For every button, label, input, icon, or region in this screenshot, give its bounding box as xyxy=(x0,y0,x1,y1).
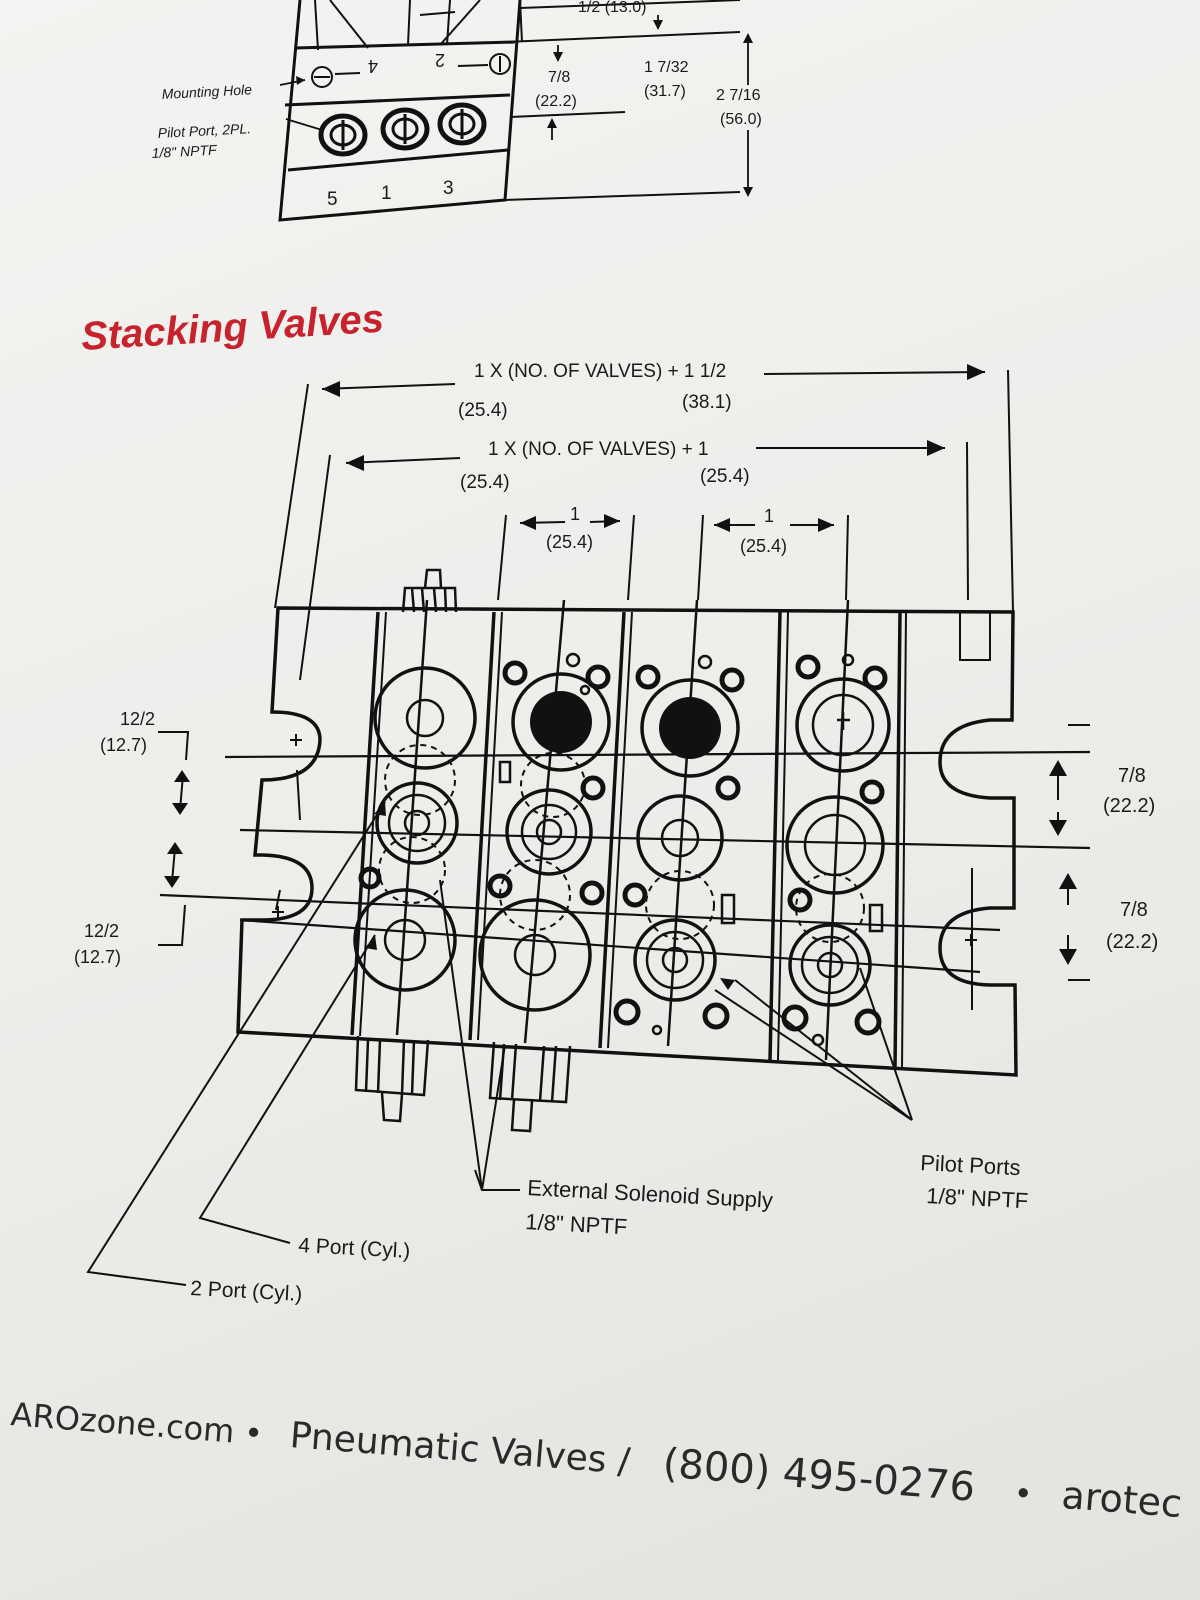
right-dim-1-mm: (22.2) xyxy=(1103,795,1155,817)
dim-c-label: 2 7/16 xyxy=(716,87,761,104)
footer: AROzone.com • Pneumatic Valves / (800) 4… xyxy=(9,1395,1184,1526)
ext-solenoid-callout-line2: 1/8" NPTF xyxy=(525,1209,628,1239)
pitch-1-mm-label: (25.4) xyxy=(546,532,593,552)
footer-separator-2: • xyxy=(1012,1474,1034,1513)
dim-a-mm-label: (22.2) xyxy=(535,93,577,110)
dim-overall-label: 1 X (NO. OF VALVES) + 1 1/2 xyxy=(474,361,726,382)
port-1-label: 1 xyxy=(381,183,392,204)
dim-inner-mm-left: (25.4) xyxy=(460,472,510,493)
pilot-ports-callout-line1: Pilot Ports xyxy=(920,1150,1021,1180)
pilot-port-label-line2: 1/8" NPTF xyxy=(151,142,218,161)
footer-phone: (800) 495-0276 xyxy=(661,1440,977,1510)
pilot-port-label-line1: Pilot Port, 2PL. xyxy=(157,120,251,141)
footer-tail: arotec xyxy=(1060,1473,1184,1526)
dim-b-label: 1 7/32 xyxy=(644,59,689,76)
footer-separator-1: • xyxy=(243,1413,265,1452)
dim-a-label: 7/8 xyxy=(548,69,570,86)
dim-overall-mm-right: (38.1) xyxy=(682,392,732,413)
right-dim-2: 7/8 xyxy=(1120,899,1148,921)
pitch-2-mm-label: (25.4) xyxy=(740,536,787,556)
section-title: Stacking Valves xyxy=(80,297,385,359)
dim-overall-mm-left: (25.4) xyxy=(458,400,508,421)
pitch-2-label: 1 xyxy=(764,506,774,526)
top-cut-dim-label: 1/2 (13.0) xyxy=(578,0,646,16)
side-dimensions: 12/2 (12.7) 12/2 (12.7) 7/8 (22.2) 7/8 (… xyxy=(74,709,1158,981)
stacking-dimensions: 1 X (NO. OF VALVES) + 1 1/2 (25.4) (38.1… xyxy=(274,361,1014,681)
pitch-1-label: 1 xyxy=(570,504,580,524)
port-5-label: 5 xyxy=(327,189,338,210)
dim-b-mm-label: (31.7) xyxy=(644,83,686,100)
footer-section: Pneumatic Valves / xyxy=(288,1415,632,1483)
footer-site: AROzone.com xyxy=(9,1395,235,1450)
left-dim-2: 12/2 xyxy=(84,921,119,941)
callouts: Pilot Ports 1/8" NPTF External Solenoid … xyxy=(86,801,1029,1306)
port-3-label: 3 xyxy=(443,178,454,199)
dim-c-mm-label: (56.0) xyxy=(720,111,762,128)
right-dim-2-mm: (22.2) xyxy=(1106,931,1158,953)
right-dim-1: 7/8 xyxy=(1118,765,1146,787)
stacking-valve-drawing xyxy=(159,568,1091,1133)
dim-inner-mm-right: (25.4) xyxy=(700,466,750,487)
left-dim-1-mm: (12.7) xyxy=(100,735,147,755)
pilot-ports-callout-line2: 1/8" NPTF xyxy=(926,1183,1029,1213)
mounting-hole-label: Mounting Hole xyxy=(161,81,252,102)
left-dim-2-mm: (12.7) xyxy=(74,947,121,967)
port-4-callout: 4 Port (Cyl.) xyxy=(298,1234,411,1263)
top-valve-diagram: 1/2 (13.0) Mounting Hole Pilot Port, 2PL… xyxy=(151,0,762,222)
left-dim-1: 12/2 xyxy=(120,709,155,729)
ext-solenoid-callout-line1: External Solenoid Supply xyxy=(527,1175,774,1213)
port-2-label: 2 xyxy=(435,50,445,70)
dim-inner-label: 1 X (NO. OF VALVES) + 1 xyxy=(488,439,709,460)
port-2-callout: 2 Port (Cyl.) xyxy=(190,1277,303,1306)
port-4-label: 4 xyxy=(368,56,378,76)
